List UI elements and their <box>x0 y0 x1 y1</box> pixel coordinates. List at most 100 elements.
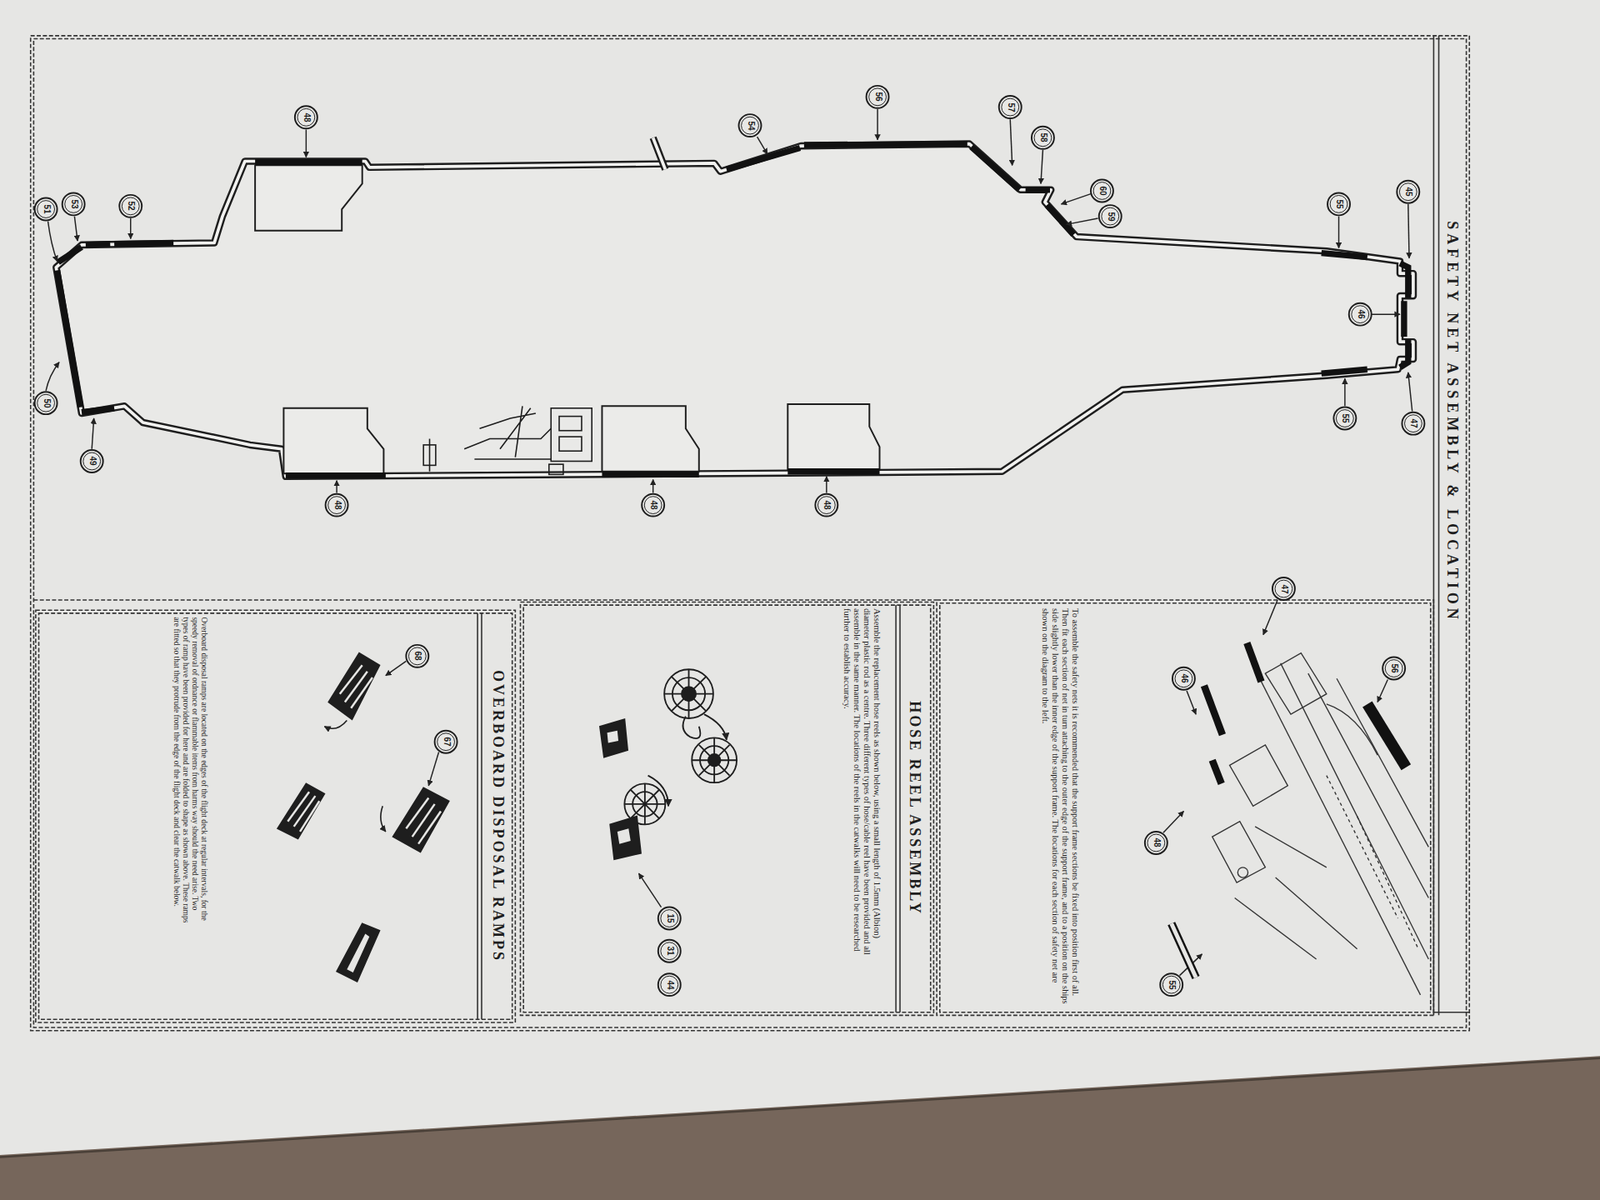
callout-circle <box>866 85 890 109</box>
callout-ring <box>37 394 55 412</box>
safety-net-detail <box>1171 642 1430 995</box>
callout-number: 68 <box>413 651 422 661</box>
callout-circle <box>62 192 85 215</box>
callout-ring <box>1335 410 1354 428</box>
callout-number: 67 <box>441 737 450 747</box>
callout-ring <box>437 733 455 751</box>
callout-ring <box>1162 975 1180 994</box>
callout-ring <box>297 108 315 126</box>
callout-circle <box>641 494 665 517</box>
callout-number: 55 <box>1340 413 1350 423</box>
callout-number: 50 <box>41 398 50 408</box>
paper-sheet <box>0 0 1600 1155</box>
callout-number: 47 <box>1409 419 1418 429</box>
callout-ring <box>1399 183 1417 201</box>
callout-circle <box>1099 205 1122 228</box>
callout-ring <box>660 942 679 960</box>
instruction-panel: To assemble the safety nets it is recomm… <box>936 600 1434 1015</box>
callout-ring <box>1093 182 1111 200</box>
callout-number: 56 <box>873 92 882 102</box>
callout-circle <box>435 730 458 754</box>
callout-number: 58 <box>1038 133 1047 143</box>
callout-circle <box>658 940 681 963</box>
callout-number: 54 <box>745 120 755 130</box>
callout-circle <box>1396 180 1420 204</box>
callout-ring <box>1385 660 1403 678</box>
callout-ring <box>37 200 55 219</box>
callout-circle <box>1031 126 1055 150</box>
callout-circle <box>1382 657 1405 680</box>
callout-ring <box>328 496 346 515</box>
callout-number: 15 <box>665 913 674 923</box>
callout-ring <box>83 452 101 470</box>
callout-ring <box>1405 415 1423 433</box>
callout-circle <box>1401 412 1425 435</box>
flight-deck-plan <box>55 137 1414 477</box>
instruction-panel: HOSE REEL ASSEMBLY Assemble the replaceme… <box>520 601 934 1015</box>
callout-number: 52 <box>126 201 135 211</box>
panel-note: To assemble the safety nets it is recomm… <box>1040 608 1080 1005</box>
callout-number: 56 <box>1390 663 1399 673</box>
callout-circle <box>658 973 681 996</box>
instruction-panel: OVERBOARD DISPOSAL RAMPS Overboard dispos… <box>35 610 516 1023</box>
leader-lines <box>45 109 1413 976</box>
callout-ring <box>1330 195 1348 213</box>
callout-circle <box>295 105 318 129</box>
callout-circle <box>1333 407 1356 430</box>
callout-circle <box>1349 303 1372 326</box>
callout-number: 49 <box>87 456 96 466</box>
callout-number: 59 <box>1105 211 1115 221</box>
callout-circle <box>80 450 104 473</box>
callout-ring <box>817 496 835 515</box>
callout-number: 55 <box>1335 199 1344 209</box>
sheet-title: SAFETY NET ASSEMBLY & LOCATION <box>1443 221 1461 624</box>
callout-number: 47 <box>1279 584 1288 594</box>
panel-heading: OVERBOARD DISPOSAL RAMPS <box>490 610 508 1022</box>
callout-circle <box>658 907 681 930</box>
callout-circle <box>119 195 142 218</box>
callout-circle <box>815 494 838 517</box>
callout-number: 60 <box>1098 185 1107 195</box>
callout-circle <box>1172 667 1195 690</box>
callout-circle <box>999 95 1022 119</box>
callout-number: 45 <box>1404 187 1413 197</box>
paper-edge <box>0 1058 1600 1158</box>
callout-number: 57 <box>1005 102 1015 112</box>
callout-circle <box>1090 180 1114 203</box>
hose-reel-parts <box>600 669 737 860</box>
callout-number: 31 <box>665 946 674 956</box>
callout-circles <box>35 85 1425 996</box>
callout-ring <box>644 496 662 515</box>
callout-circle <box>1160 973 1183 996</box>
overboard-ramps <box>277 653 450 982</box>
callout-ring <box>1001 98 1020 116</box>
callout-circle <box>325 494 349 517</box>
callout-ring <box>660 975 679 994</box>
callout-circle <box>739 114 762 137</box>
callout-number: 46 <box>1179 674 1188 684</box>
callout-ring <box>1034 129 1052 147</box>
callout-number: 44 <box>665 980 674 990</box>
callout-number: 55 <box>1167 980 1176 990</box>
callout-circle <box>1145 831 1168 855</box>
panel-note: Overboard disposal ramps are located on … <box>172 616 210 925</box>
callout-number: 48 <box>301 112 310 122</box>
callout-number: 48 <box>649 500 658 510</box>
wood-table <box>0 1055 1600 1200</box>
callout-number: 48 <box>332 500 341 510</box>
callout-ring <box>121 197 140 215</box>
callout-number: 53 <box>69 199 78 209</box>
callout-circle <box>405 645 429 668</box>
callout-ring <box>1175 670 1193 688</box>
panel-note: Assemble the replacement hose reels as s… <box>841 608 882 959</box>
callout-ring <box>741 116 760 135</box>
callout-number: 48 <box>822 500 831 510</box>
panel-heading: HOSE REEL ASSEMBLY <box>906 601 925 1015</box>
callout-ring <box>1101 207 1120 225</box>
callout-circle <box>1272 577 1295 600</box>
callout-circle <box>1327 192 1350 215</box>
callout-circle <box>35 391 58 415</box>
callout-number: 51 <box>41 204 50 214</box>
